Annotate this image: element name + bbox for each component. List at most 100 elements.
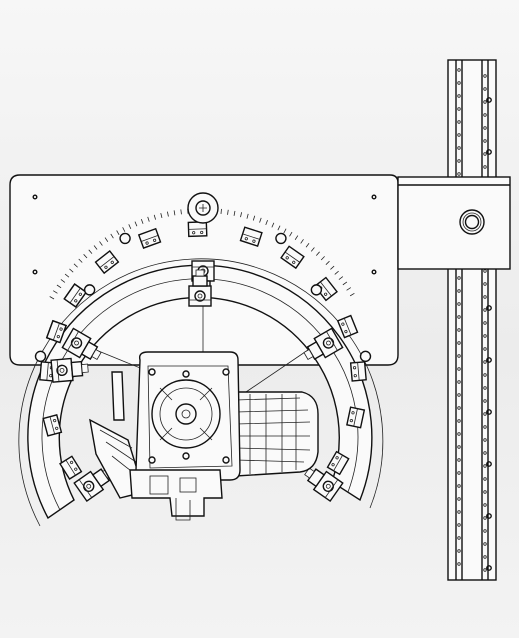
rail-hole [483, 269, 487, 273]
ring-outer-edge [18, 258, 384, 527]
rail-hole [483, 438, 487, 442]
ring-inner-line [41, 278, 359, 511]
carriage-knob-outer [459, 209, 485, 235]
rail-hole [483, 152, 487, 156]
crankcase-face [147, 365, 233, 469]
rail-hole [457, 159, 461, 163]
ring-bolt [310, 284, 323, 296]
plate-hole [32, 269, 38, 275]
ring-clamp-block [63, 283, 88, 308]
ring-tooth [330, 265, 335, 270]
ring-tooth [134, 221, 138, 227]
rail-hole [483, 399, 487, 403]
ring-tooth [153, 214, 156, 220]
rail-hole [457, 315, 461, 319]
ring-bolt [83, 284, 96, 296]
camera-top-lens [188, 269, 212, 307]
rail-hole [483, 451, 487, 455]
ring-tooth [259, 217, 262, 223]
rail-hole [483, 74, 487, 78]
rail-hole [457, 471, 461, 475]
rail-hole [483, 100, 487, 104]
rail-hole [483, 308, 487, 312]
cover-bolt [222, 368, 230, 376]
rail-hole [457, 276, 461, 280]
base-boss [179, 477, 197, 493]
rail-hole [483, 425, 487, 429]
rail-bolt [486, 97, 492, 103]
rail-hole [457, 406, 461, 410]
base-boss [149, 475, 169, 495]
rail-hole [457, 146, 461, 150]
ring-tooth [69, 268, 74, 273]
ring-tooth [289, 231, 293, 237]
sprocket-cross [199, 204, 207, 212]
crank-hub [175, 403, 197, 425]
ring-tooth [320, 256, 325, 261]
ring-tooth [93, 245, 98, 250]
ring-clamp-block [326, 450, 350, 476]
carriage-block [397, 176, 511, 270]
rail-hole [457, 432, 461, 436]
ring-tooth [104, 237, 109, 242]
rail-hole [483, 87, 487, 91]
ring-tooth [338, 276, 344, 280]
ring-clamp-block [59, 455, 83, 480]
camera-lower-right [304, 467, 344, 503]
rail-hole [483, 126, 487, 130]
ring-tooth [53, 290, 58, 294]
ring-tooth [60, 279, 66, 283]
rail-hole [457, 484, 461, 488]
ring-tooth [122, 227, 126, 232]
ring-teeth [49, 208, 355, 300]
ring-bolt [34, 350, 47, 363]
rail-hole [457, 497, 461, 501]
rail-carriage [397, 176, 511, 270]
ring-clamp-block [137, 227, 162, 249]
ring-tooth [227, 209, 229, 215]
carriage-knob-inner [464, 214, 480, 230]
rail-bolt [486, 513, 492, 519]
rail-hole [483, 516, 487, 520]
sprocket-hub [195, 200, 211, 216]
ring-clamp-block [45, 319, 67, 344]
rail-hole [483, 373, 487, 377]
ring-clamp-block [94, 250, 120, 275]
rail-hole [483, 529, 487, 533]
rail-hole [483, 347, 487, 351]
ring-clamp-block [346, 406, 366, 429]
rail-hole [457, 510, 461, 514]
flywheel-spokes [159, 387, 213, 441]
rail-hole [483, 386, 487, 390]
rail-hole [483, 464, 487, 468]
rail-bolt [486, 565, 492, 571]
ring-tooth [315, 251, 320, 256]
ring-tooth [300, 239, 304, 244]
ring-tooth [246, 213, 249, 219]
rail-hole [483, 165, 487, 169]
rail-hole [457, 549, 461, 553]
left-stud [111, 371, 125, 421]
camera-upper-left [61, 327, 102, 361]
plate-hole [371, 194, 377, 200]
rail-outer [447, 59, 497, 581]
ring-bolts [34, 232, 372, 363]
ring-tooth [325, 260, 330, 265]
rail-hole [483, 113, 487, 117]
tank-ribs-vertical [249, 394, 297, 474]
rail-hole [457, 289, 461, 293]
rail-hole [457, 341, 461, 345]
ring-tooth [56, 284, 62, 289]
ring-tooth [180, 209, 182, 215]
ring-tooth [110, 233, 114, 239]
ring-tooth [147, 216, 150, 222]
ring-tooth [265, 220, 268, 226]
ring-tooth [310, 247, 315, 252]
cover-bolt [148, 368, 156, 376]
tank-ribs [235, 397, 311, 463]
rail-hole [457, 393, 461, 397]
ring-tooth [349, 292, 355, 297]
ring-tooth [83, 254, 88, 259]
ring-tooth [99, 241, 103, 246]
